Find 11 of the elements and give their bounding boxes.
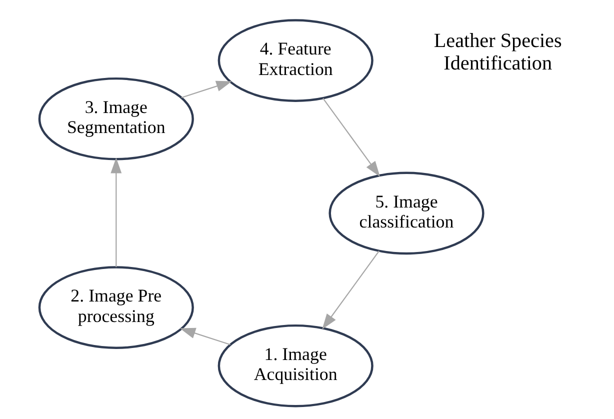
arrow (322, 98, 380, 177)
node-ellipse: 3. Image Segmentation (38, 77, 194, 160)
arrow (110, 158, 122, 268)
node-ellipse: 1. Image Acquisition (218, 324, 374, 408)
node-ellipse: 5. Image classification (328, 172, 484, 255)
label: Leather Species Identification (434, 30, 562, 74)
arrow (322, 250, 380, 330)
arrow (180, 328, 230, 346)
node-ellipse: 4. Feature Extraction (218, 19, 374, 102)
node-ellipse: 2. Image Pre processing (38, 266, 194, 349)
arrow (181, 80, 232, 98)
